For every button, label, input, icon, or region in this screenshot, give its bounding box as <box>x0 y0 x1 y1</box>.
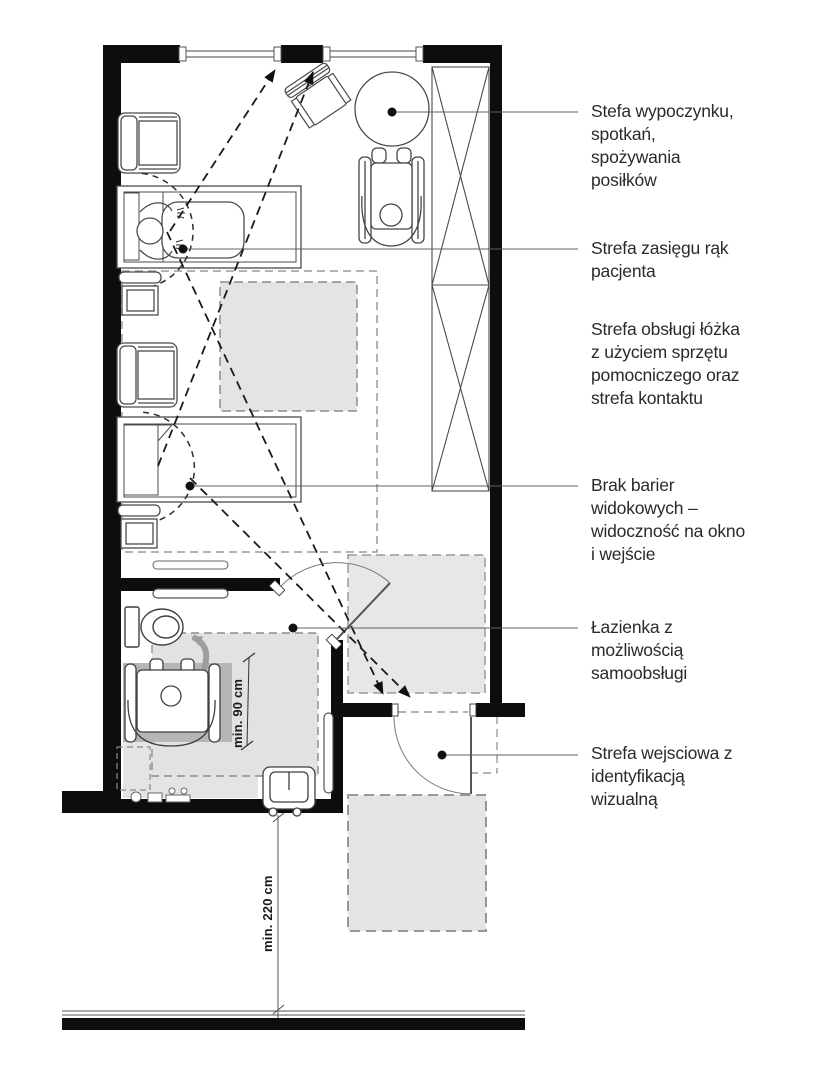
visitor-chair-2 <box>117 504 161 549</box>
tilted-chair <box>284 62 352 129</box>
shower-corner <box>116 746 191 803</box>
visitor-chair-1 <box>118 271 162 316</box>
armchair-top <box>117 112 181 174</box>
window-icon <box>178 46 424 62</box>
zone-entry-outer <box>347 794 487 932</box>
zone-central-gray <box>219 281 358 412</box>
bathroom-door <box>268 562 391 651</box>
transfer-arrow-icon <box>191 634 210 670</box>
grab-rail-icon <box>152 588 229 599</box>
wheelchair-dining-icon <box>358 147 425 247</box>
zone-door-dashes <box>398 711 498 774</box>
radiator-icon <box>152 560 229 570</box>
zone-entry-inner <box>347 554 486 694</box>
patient-in-bed-icon <box>136 201 245 260</box>
reach-arc-bed-2 <box>143 411 196 525</box>
bed-2 <box>116 416 302 503</box>
wardrobe <box>431 66 490 492</box>
vertical-grab-bar-icon <box>323 712 334 794</box>
walls <box>62 45 525 813</box>
dimension-220cm: min. 220 cm <box>260 812 285 1018</box>
sink-icon <box>262 766 316 817</box>
corridor-wall <box>62 1010 525 1030</box>
zone-bed-service <box>121 270 378 553</box>
svg-text:min. 220 cm: min. 220 cm <box>260 875 275 952</box>
svg-text:min. 90 cm: min. 90 cm <box>230 679 245 748</box>
dimension-90cm: min. 90 cm <box>230 652 256 751</box>
leader-lines <box>183 111 578 756</box>
callout-dots <box>178 107 447 760</box>
reach-arc-bed-1 <box>141 172 194 290</box>
armchair-bottom <box>116 342 178 408</box>
wheelchair-bathroom-icon <box>124 658 221 747</box>
sight-lines <box>157 69 411 698</box>
toilet-icon <box>124 606 184 648</box>
entrance-door <box>391 703 477 795</box>
